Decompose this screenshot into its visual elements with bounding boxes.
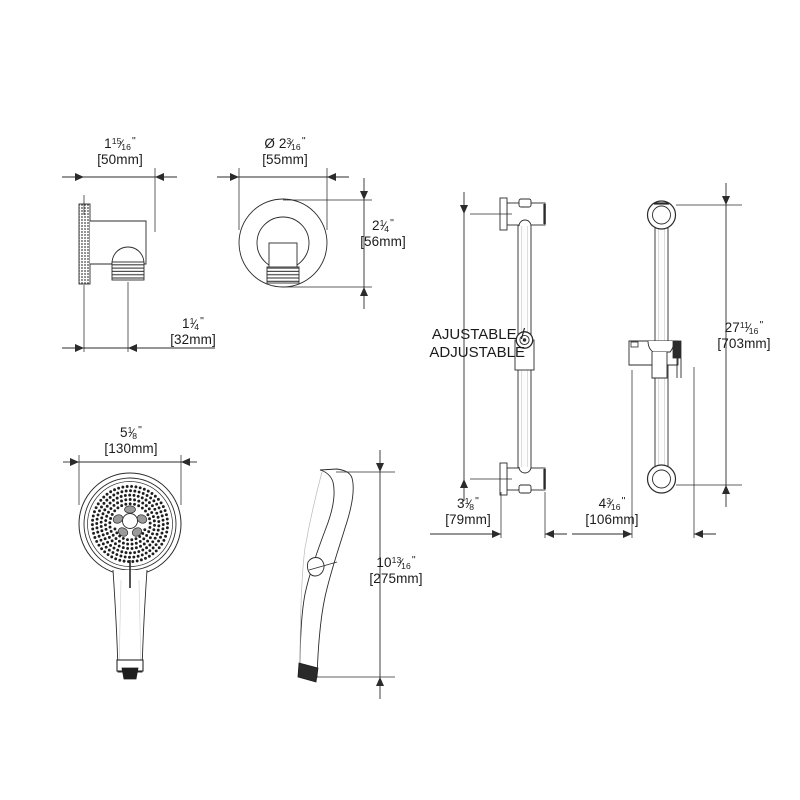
dim-label-holder-projection: 43⁄16" [106mm] xyxy=(585,495,639,527)
dim-label-face-diameter: 51⁄8" [130mm] xyxy=(104,424,158,456)
dim-label-bar-length: 2711⁄16" [703mm] xyxy=(717,319,771,351)
dim-label-flange-height: 21⁄4" [56mm] xyxy=(360,217,406,249)
dim-label-hand-shower-length: 1013⁄16" [275mm] xyxy=(369,554,423,586)
dim-label-elbow-projection: 11⁄4" [32mm] xyxy=(170,315,216,347)
adjustable-line-en: ADJUSTABLE xyxy=(429,344,525,362)
hand-shower-side-view xyxy=(297,468,354,683)
dim-label-flange-diameter: Ø 23⁄16" [55mm] xyxy=(262,135,308,167)
adjustable-line-fr: AJUSTABLE / xyxy=(431,326,525,343)
slide-bar-side-view xyxy=(628,200,682,494)
dim-label-adjustable-range: AJUSTABLE / ADJUSTABLE xyxy=(405,326,525,363)
dim-label-bracket-projection: 31⁄8" [79mm] xyxy=(445,495,491,527)
wall-elbow-side-view xyxy=(78,203,147,285)
dim-label-elbow-width: 115⁄16" [50mm] xyxy=(97,135,143,167)
wall-elbow-front-view xyxy=(238,198,328,288)
slide-bar-front-view xyxy=(499,197,546,496)
spray-nozzle-pattern xyxy=(90,484,170,564)
